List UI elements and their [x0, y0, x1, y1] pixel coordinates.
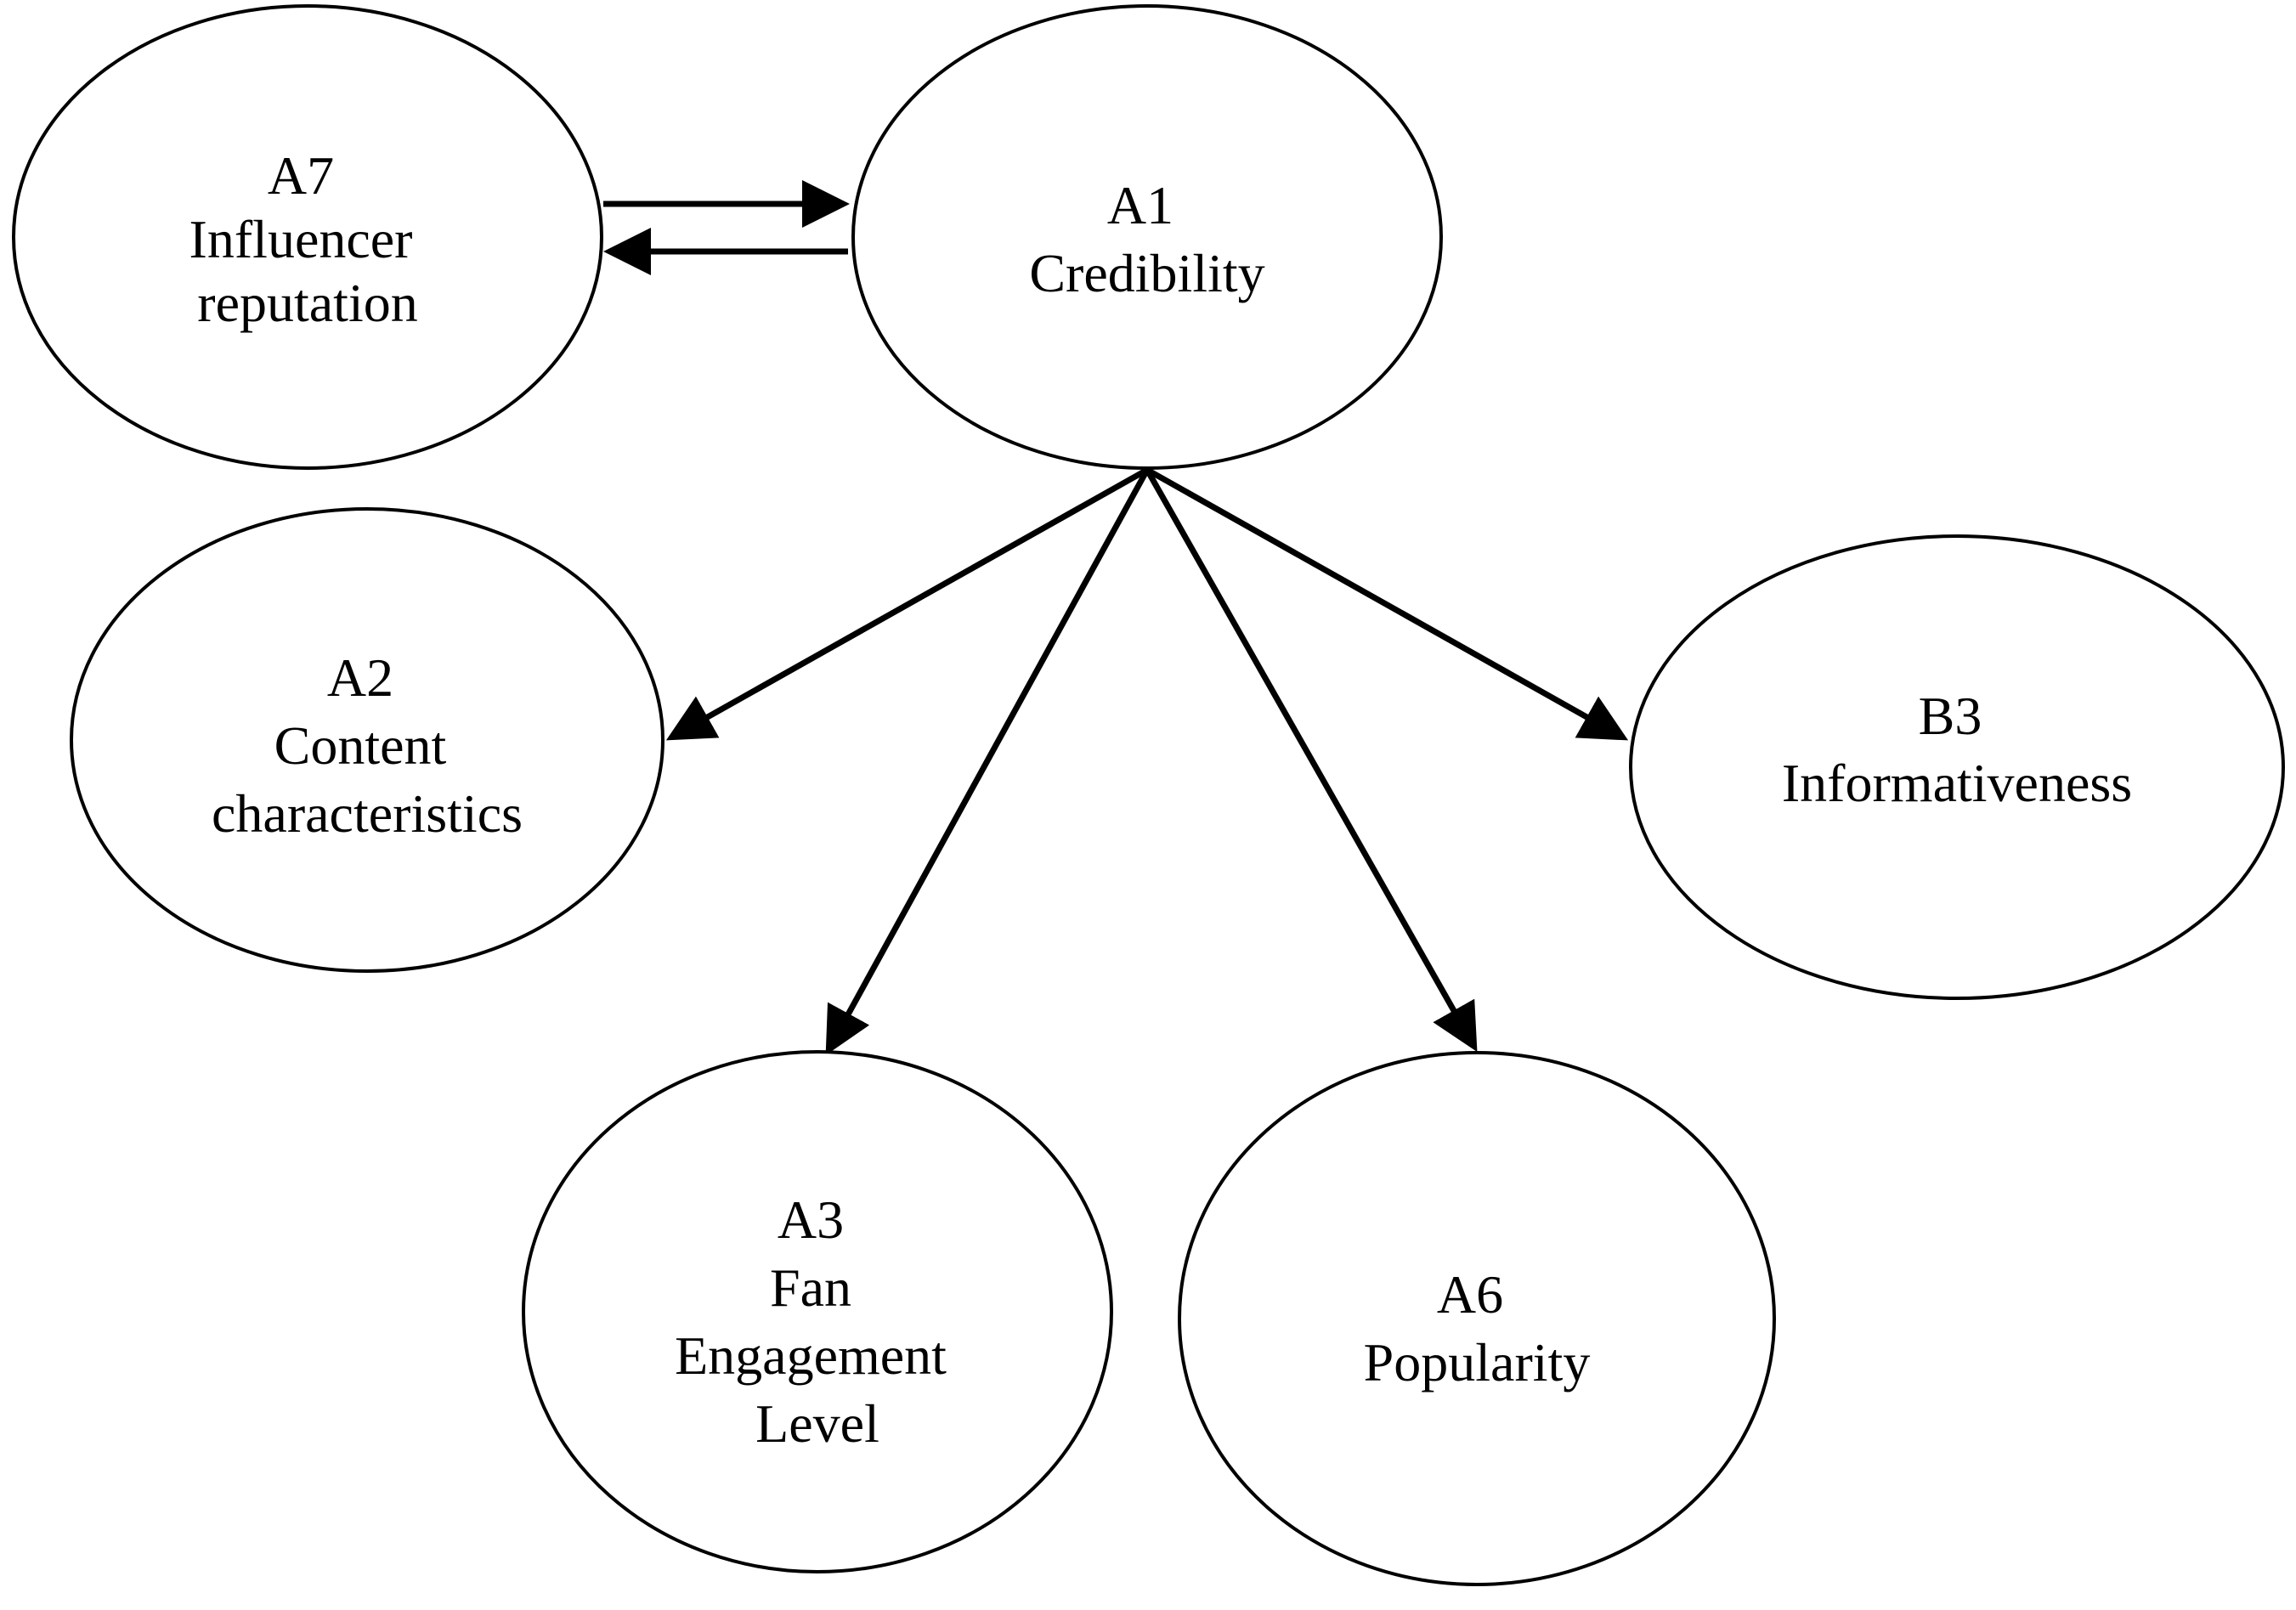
node-a3: A3 Fan Engagement Level — [522, 1050, 1113, 1573]
node-a6: A6 Popularity — [1178, 1051, 1776, 1586]
node-a3-line-1: A3 — [778, 1189, 844, 1250]
node-a3-line-2: Fan — [770, 1257, 851, 1318]
node-a2-ellipse — [70, 507, 664, 973]
node-a7-line-1: A7 — [268, 145, 334, 206]
node-a1: A1 Credibility — [851, 4, 1443, 470]
node-a3-label: A3 Fan Engagement Level — [675, 1189, 960, 1454]
node-a1-line-2: Credibility — [1029, 243, 1264, 303]
node-a1-line-1: A1 — [1107, 175, 1173, 235]
node-a1-ellipse — [851, 4, 1443, 470]
node-a2-label: A2 Content characteristics — [212, 647, 523, 844]
edge-a1-to-a2 — [665, 466, 1149, 741]
node-a6-line-2: Popularity — [1364, 1332, 1591, 1393]
node-a2-line-3: characteristics — [212, 783, 523, 844]
node-a1-label: A1 Credibility — [1029, 175, 1264, 303]
node-a2: A2 Content characteristics — [70, 507, 664, 973]
edge-a1-to-a3 — [825, 468, 1151, 1056]
node-b3-label: B3 Informativeness — [1782, 686, 2132, 813]
node-a7: A7 Influencer reputation — [12, 4, 603, 470]
node-a7-line-2: Influencer — [189, 209, 413, 269]
node-a6-ellipse — [1178, 1051, 1776, 1586]
edge-a1-to-b3 — [1145, 466, 1629, 741]
node-b3-line-1: B3 — [1919, 686, 1982, 746]
edges — [603, 180, 1629, 1056]
node-a3-line-3: Engagement — [675, 1325, 947, 1386]
node-b3: B3 Informativeness — [1629, 534, 2285, 1000]
node-a6-line-1: A6 — [1437, 1264, 1503, 1325]
node-a7-ellipse — [12, 4, 603, 470]
node-a7-label: A7 Influencer reputation — [189, 145, 427, 333]
edge-a1-to-a6 — [1144, 468, 1478, 1053]
node-b3-ellipse — [1629, 534, 2285, 1000]
node-a2-line-2: Content — [274, 715, 447, 776]
node-a6-label: A6 Popularity — [1364, 1264, 1591, 1393]
node-a2-line-1: A2 — [327, 647, 393, 708]
node-a3-ellipse — [522, 1050, 1113, 1573]
node-a7-line-3: reputation — [197, 273, 417, 333]
node-b3-line-2: Informativeness — [1782, 753, 2132, 813]
node-a3-line-4: Level — [755, 1393, 879, 1454]
